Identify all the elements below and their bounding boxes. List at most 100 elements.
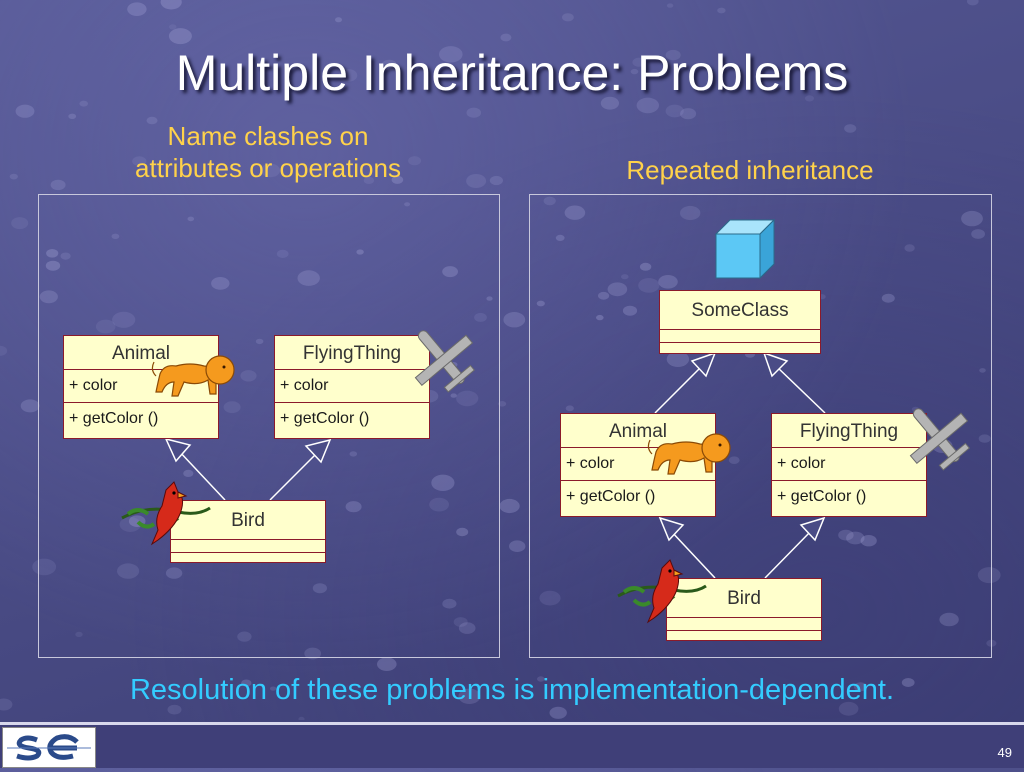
bubble [335,17,342,23]
bubble [971,229,985,239]
bubble [160,0,182,10]
bubble [450,393,457,398]
bubble [11,217,29,230]
bubble [39,290,58,304]
bubble [630,68,639,75]
bubble [223,401,241,414]
bubble [453,617,468,627]
bubble [0,345,8,356]
se-logo [2,727,96,768]
bubble [632,57,646,67]
class-name: Animal [64,336,218,370]
class-operation: + getColor () [280,410,370,427]
bubble [977,567,1001,584]
bubble [658,275,678,289]
bubble [838,529,854,541]
class-operation: + getColor () [777,488,867,505]
bubble [607,282,628,297]
bubble [377,657,397,671]
bubble [489,175,503,186]
bubble [967,0,979,6]
bubble [638,278,660,293]
bubble [167,704,182,715]
bubble [111,233,120,239]
bubble [338,69,358,82]
bubble [112,311,136,328]
bubble [408,156,422,166]
bubble [132,156,147,167]
bubble [79,100,88,107]
bubble [68,113,77,120]
lion-icon [151,355,235,397]
bubble [458,622,476,634]
bubble [979,368,986,373]
bubble [665,49,681,61]
bubble [596,314,604,321]
bubble [270,686,277,691]
bubble [860,535,877,547]
class-animal-right: Animal + color + getColor () [560,413,716,517]
bubble [456,390,479,407]
bubble [456,527,469,537]
bubble [600,96,620,110]
right-diagram-panel [529,194,992,658]
bubble [499,498,520,514]
bubble [500,33,512,42]
resolution-note: Resolution of these problems is implemen… [129,674,895,706]
bubble [565,405,574,412]
bubble [666,3,674,8]
bubble [838,701,859,716]
bubble [431,474,455,491]
bubble [439,46,463,63]
bubble [486,296,493,301]
bubble [187,216,195,222]
bubble [537,676,545,682]
slide-title: Multiple Inheritance: Problems [175,45,849,101]
left-diagram-panel [38,194,500,658]
bubble [442,266,458,278]
bubble [503,312,526,328]
class-flyingthing-right: FlyingThing + color + getColor () [771,413,927,517]
class-name: Bird [667,579,821,618]
class-bird-left: Bird [170,500,326,563]
bird-icon [121,481,211,546]
bubble [312,583,327,594]
bubble [15,104,35,118]
bubble [621,274,629,280]
class-attribute: + color [64,370,218,403]
bubble [844,124,857,133]
class-name: FlyingThing [772,414,926,448]
bubble [509,540,526,552]
bubble [260,163,281,178]
bubble [237,631,252,642]
class-name: FlyingThing [275,336,429,370]
bubble [241,679,252,687]
bubble [349,451,358,457]
bubble [127,2,147,16]
class-attribute: + color [275,370,429,403]
footer-bar [0,725,1024,768]
bubble [168,28,192,45]
left-heading: Name clashes on attributes or operations [135,121,401,183]
bubble [853,682,868,692]
bubble [458,688,481,704]
bubble [901,678,915,687]
class-name: Animal [561,414,715,448]
bubble [680,108,697,120]
bubble [728,456,740,465]
bubble [298,716,305,720]
bubble [356,249,364,255]
bubble [549,706,567,719]
bubble [666,351,690,368]
class-attribute: + color [772,448,926,481]
bubble [543,196,556,206]
bubble [297,270,320,286]
bubble [276,249,289,258]
bubble [165,567,183,579]
bubble [391,175,404,184]
bubble [636,97,659,114]
bubble [60,252,71,260]
class-animal-left: Animal + color + getColor () [63,335,219,439]
bubble [474,312,487,322]
bubble [20,399,40,413]
